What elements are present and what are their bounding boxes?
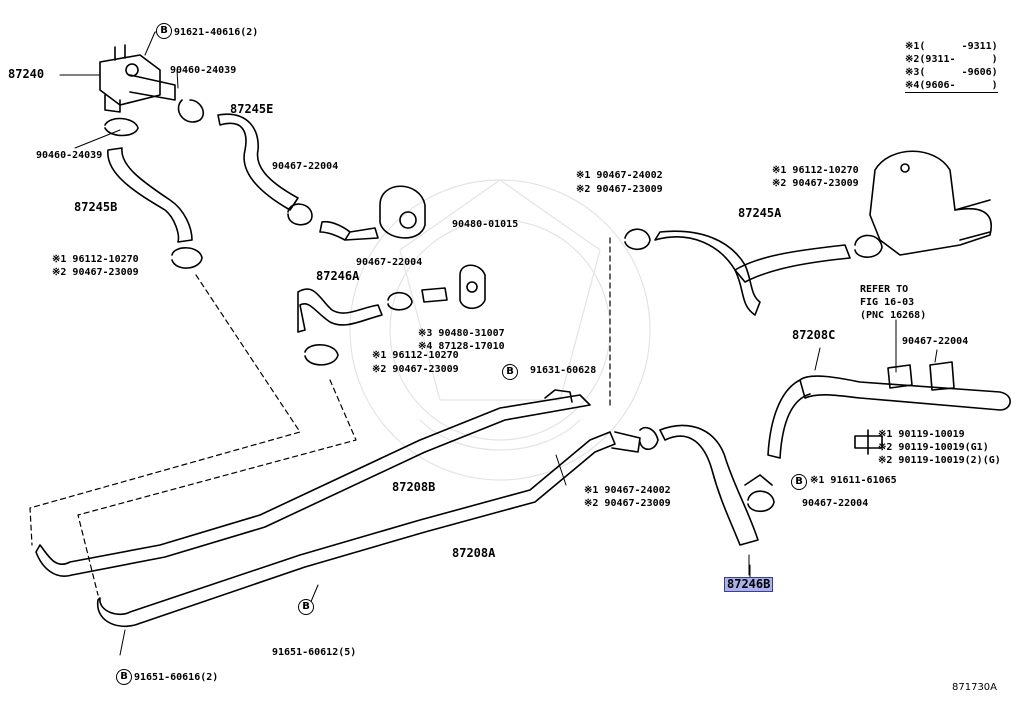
b-symbol: B [502, 364, 518, 380]
hose-87245e [217, 113, 299, 211]
b-symbol: B [116, 669, 132, 685]
clamp-96112-mid [304, 344, 339, 366]
hose-87245a [654, 230, 761, 316]
part-label-87245e[interactable]: 87245E [230, 102, 274, 116]
part-label-s2-90467-mid[interactable]: ※2 90467-23009 [372, 364, 459, 375]
part-label-90467-22004-a[interactable]: 90467-22004 [272, 161, 339, 172]
part-label-87240[interactable]: 87240 [8, 67, 45, 81]
clip-90460-left [104, 117, 139, 137]
diagram-id: 871730A [952, 682, 998, 693]
clamp-90467-d [747, 490, 775, 513]
nipple [421, 287, 448, 303]
b-symbol: B [791, 474, 807, 490]
part-label-s1-96112-left[interactable]: ※1 96112-10270 [52, 254, 139, 265]
part-label-s1-90467-24002-top[interactable]: ※1 90467-24002 [576, 170, 663, 181]
b-symbol: B [156, 23, 172, 39]
b-symbol: B [298, 599, 314, 615]
refer-note-line: FIG 16-03 [860, 297, 915, 308]
refer-note-line: REFER TO [860, 284, 909, 295]
part-label-s1-90119[interactable]: ※1 90119-10019 [878, 429, 965, 440]
clamp-90467-24002 [624, 228, 651, 251]
part-label-s2-90467-left[interactable]: ※2 90467-23009 [52, 267, 139, 278]
part-label-87246b[interactable]: 87246B [724, 577, 774, 592]
clamp-96112-right [854, 234, 883, 258]
pipe-87208b [35, 394, 591, 577]
water-outlet-housing [869, 150, 992, 256]
part-label-91611[interactable]: ※1 91611-61065 [810, 475, 897, 486]
hose-87246b [659, 424, 759, 546]
part-label-s2-90467-23009-bot[interactable]: ※2 90467-23009 [584, 498, 671, 509]
part-label-s4-87128[interactable]: ※4 87128-17010 [418, 341, 505, 352]
refer-note-line: (PNC 16268) [860, 310, 927, 321]
part-label-87245a[interactable]: 87245A [738, 206, 782, 220]
part-label-91621[interactable]: 91621-40616(2) [174, 27, 259, 38]
heater-valve-87240 [99, 44, 176, 113]
part-label-90460-left[interactable]: 90460-24039 [36, 150, 103, 161]
legend-row: ※4(9606- ) [905, 80, 998, 93]
part-label-s2-90467-right[interactable]: ※2 90467-23009 [772, 178, 859, 189]
part-label-s2-90119-g1[interactable]: ※2 90119-10019(G1) [878, 442, 989, 453]
legend-row: ※3( -9606) [905, 67, 998, 78]
part-label-s1-90467-24002-bot[interactable]: ※1 90467-24002 [584, 485, 671, 496]
part-label-90467-22004-d[interactable]: 90467-22004 [802, 498, 869, 509]
clamp-90467-a [287, 203, 313, 226]
pipe-87208c [799, 375, 1011, 411]
legend: ※1( -9311) ※2(9311- ) ※3( -9606) ※4(9606… [905, 40, 998, 93]
part-label-s1-96112-mid[interactable]: ※1 96112-10270 [372, 350, 459, 361]
part-label-91631[interactable]: 91631-60628 [530, 365, 597, 376]
bolt-90119 [854, 429, 883, 455]
part-label-91651-60616[interactable]: 91651-60616(2) [134, 672, 219, 683]
clamp-90467-b [387, 291, 413, 311]
part-label-s2-90119-2[interactable]: ※2 90119-10019(2)(G) [878, 455, 1001, 466]
part-label-90467-22004-b[interactable]: 90467-22004 [356, 257, 423, 268]
hose-87246a [297, 288, 383, 333]
legend-row: ※2(9311- ) [905, 54, 998, 65]
grommet-90480-01015 [379, 185, 426, 239]
part-label-90467-22004-c[interactable]: 90467-22004 [902, 336, 969, 347]
clip-90460-top [177, 99, 205, 123]
part-label-87208a[interactable]: 87208A [452, 546, 496, 560]
part-label-90460-top[interactable]: 90460-24039 [170, 65, 237, 76]
hose-87245b [107, 147, 193, 243]
pipe-87208a [97, 431, 616, 627]
clamp-96112-left [171, 247, 203, 269]
part-label-s3-90480[interactable]: ※3 90480-31007 [418, 328, 505, 339]
part-label-87246a[interactable]: 87246A [316, 269, 360, 283]
legend-row: ※1( -9311) [905, 41, 998, 52]
clamp-90467-mid [611, 431, 641, 453]
grommet-90480-31007 [459, 264, 486, 310]
part-label-87208b[interactable]: 87208B [392, 480, 436, 494]
part-label-91651-60612[interactable]: 91651-60612(5) [272, 647, 357, 658]
part-label-s1-96112-right[interactable]: ※1 96112-10270 [772, 165, 859, 176]
part-label-s2-90467-23009-top[interactable]: ※2 90467-23009 [576, 184, 663, 195]
part-label-87208c[interactable]: 87208C [792, 328, 836, 342]
part-label-90480-01015[interactable]: 90480-01015 [452, 219, 519, 230]
part-label-87245b[interactable]: 87245B [74, 200, 118, 214]
elbow [319, 220, 379, 241]
